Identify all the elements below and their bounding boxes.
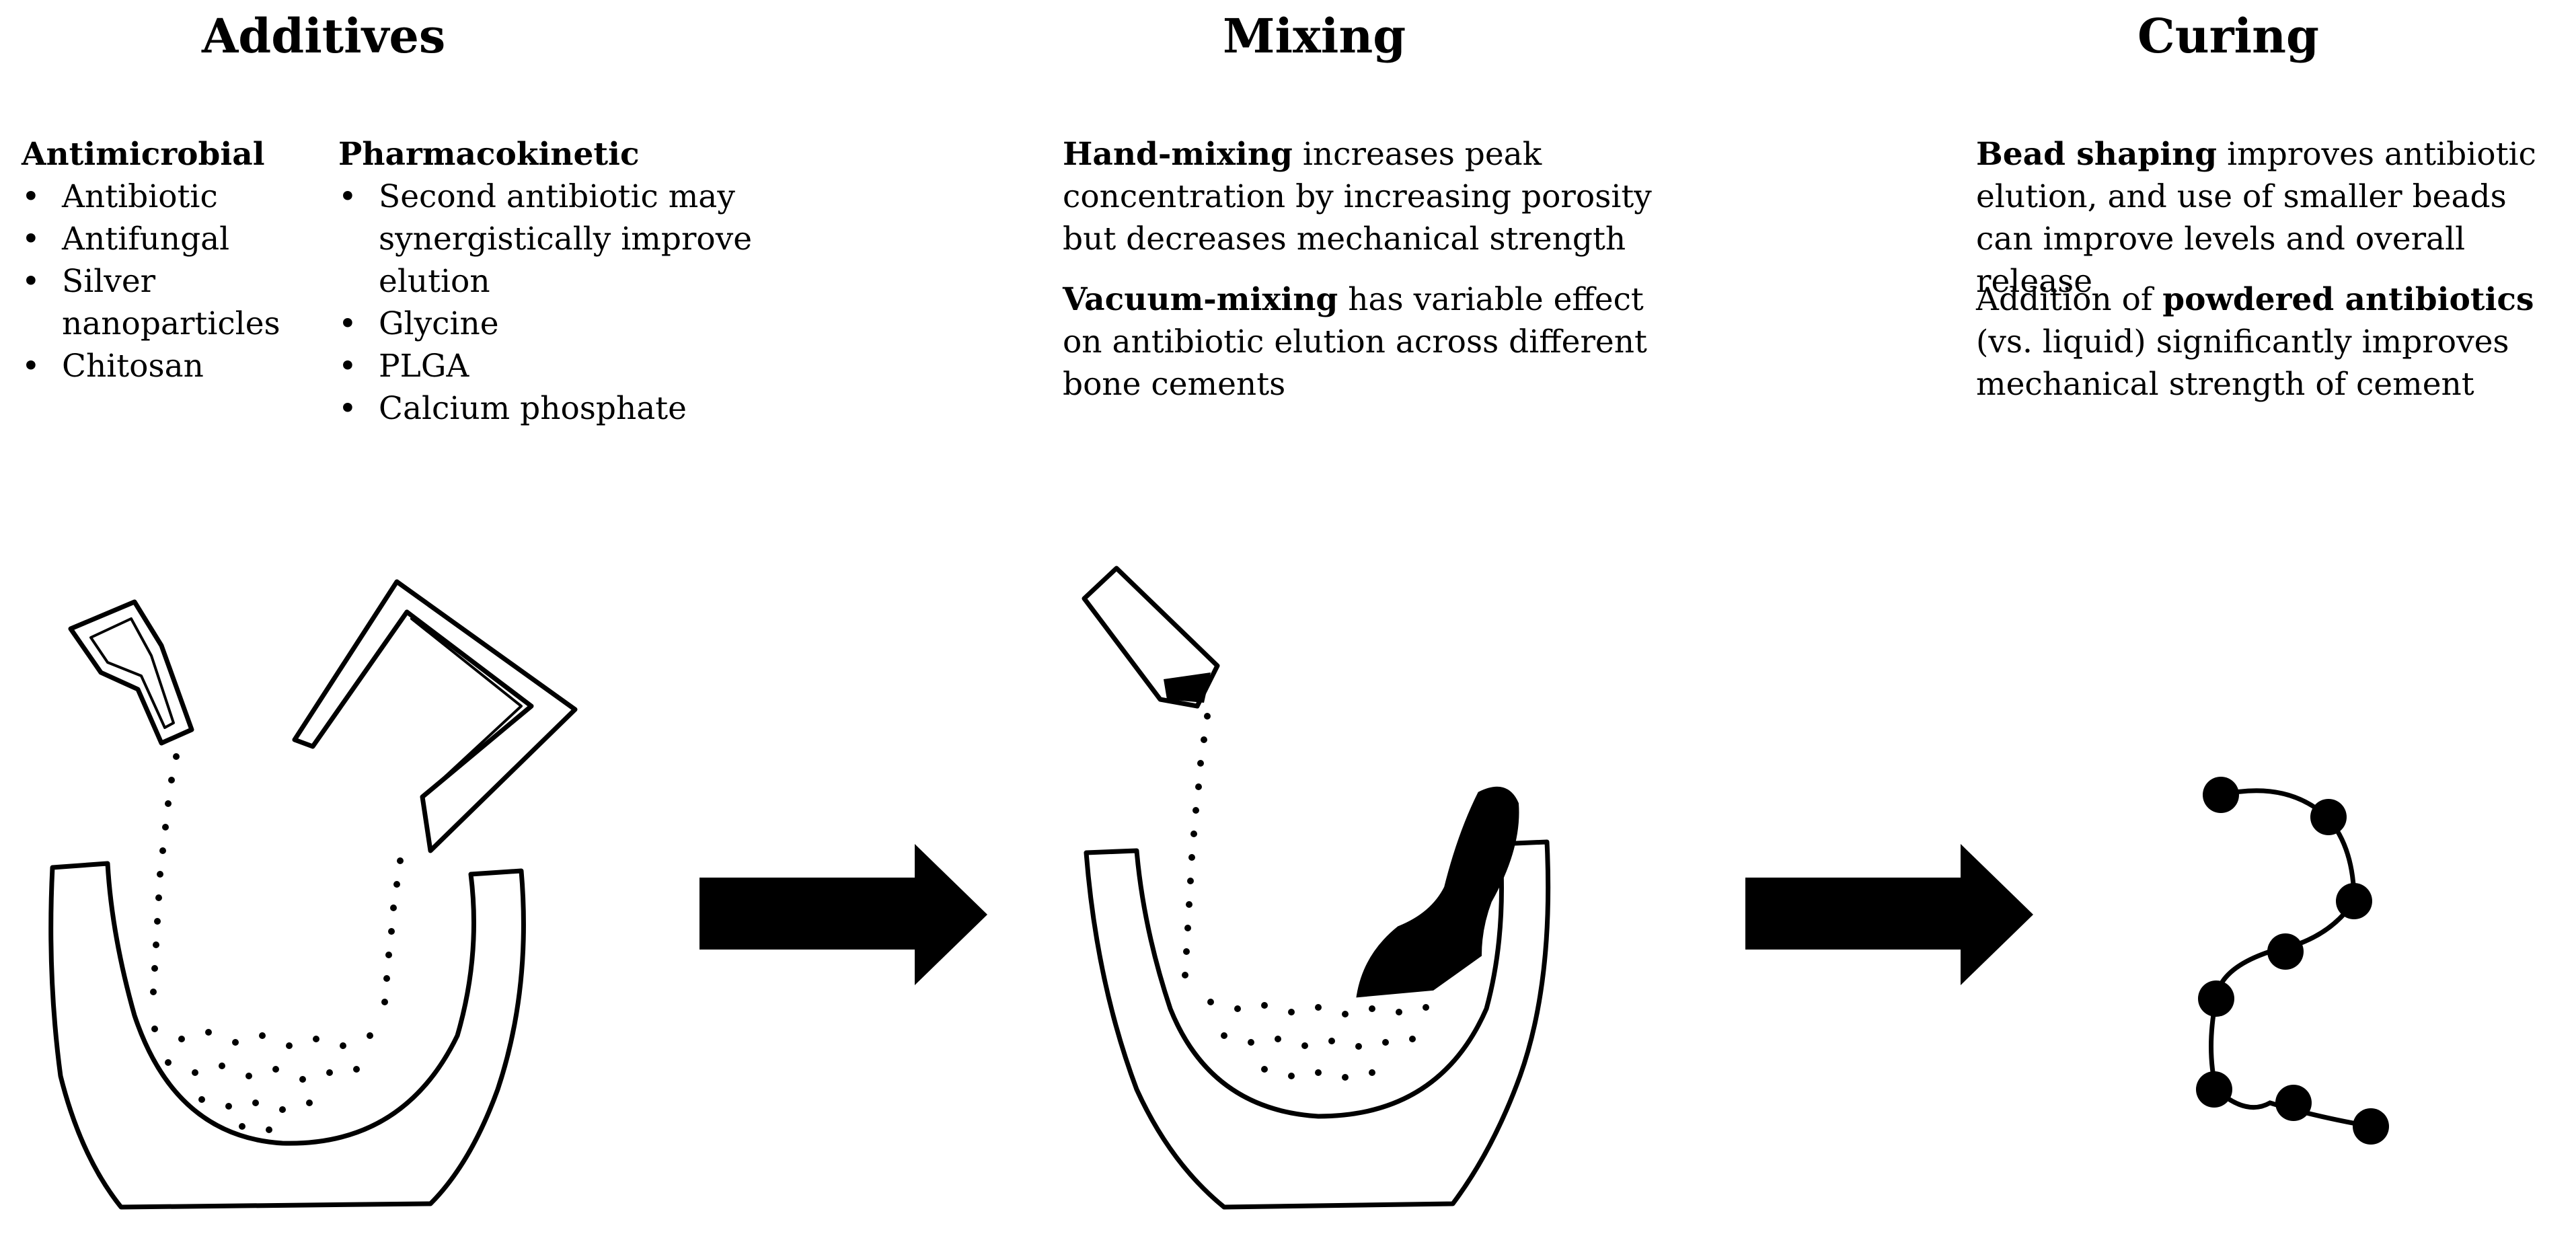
powdered-prefix: Addition of	[1976, 281, 2163, 318]
antimicrobial-packet-icon	[68, 599, 194, 746]
additives-bowl-icon	[48, 861, 526, 1210]
arrow-icon	[1745, 844, 2033, 985]
list-item: Second antibiotic may synergistically im…	[338, 176, 769, 303]
antimicrobial-heading: Antimicrobial	[22, 136, 265, 173]
hand-mixing-term: Hand-mixing	[1063, 136, 1293, 173]
pharmacokinetic-list: Pharmacokinetic Second antibiotic may sy…	[338, 133, 769, 430]
curing-title: Curing	[2137, 8, 2319, 64]
list-item: Silver nanoparticles	[22, 260, 304, 345]
powdered-antibiotics-term: powdered antibiotics	[2162, 281, 2534, 318]
mixing-powder-icon	[1182, 713, 1429, 1081]
vacuum-mixing-desc: has variable effect on antibiotic elutio…	[1063, 281, 1647, 403]
vacuum-mixing-term: Vacuum-mixing	[1063, 281, 1338, 318]
bead-shaping-desc: improves antibiotic elution, and use of …	[1976, 136, 2536, 300]
mixing-title: Mixing	[1223, 8, 1406, 64]
spatula-icon	[1356, 786, 1519, 998]
bead-shaping-term: Bead shaping	[1976, 136, 2218, 173]
bead-chain-icon	[2196, 777, 2389, 1145]
additives-powder-icon	[150, 753, 404, 1133]
list-item: Antifungal	[22, 218, 304, 260]
vacuum-mixing-paragraph: Vacuum-mixing has variable effect on ant…	[1063, 278, 1668, 406]
mixing-bowl-icon	[1084, 839, 1551, 1210]
list-item: Glycine	[338, 303, 769, 345]
antimicrobial-list: Antimicrobial Antibiotic Antifungal Silv…	[22, 133, 304, 387]
list-item: PLGA	[338, 345, 769, 387]
list-item: Chitosan	[22, 345, 304, 387]
hand-mixing-desc: increases peak concentration by increasi…	[1063, 136, 1652, 258]
list-item: Calcium phosphate	[338, 387, 769, 430]
arrow-icon	[699, 844, 987, 985]
pharmacokinetic-packet-icon	[292, 579, 578, 853]
list-item: Antibiotic	[22, 176, 304, 218]
additives-title: Additives	[202, 8, 446, 64]
hand-mixing-paragraph: Hand-mixing increases peak concentration…	[1063, 133, 1668, 260]
pharmacokinetic-heading: Pharmacokinetic	[338, 136, 640, 173]
bead-shaping-paragraph: Bead shaping improves antibiotic elution…	[1976, 133, 2568, 303]
powdered-antibiotics-paragraph: Addition of powdered antibiotics (vs. li…	[1976, 278, 2568, 406]
powdered-desc: (vs. liquid) significantly improves mech…	[1976, 323, 2509, 403]
